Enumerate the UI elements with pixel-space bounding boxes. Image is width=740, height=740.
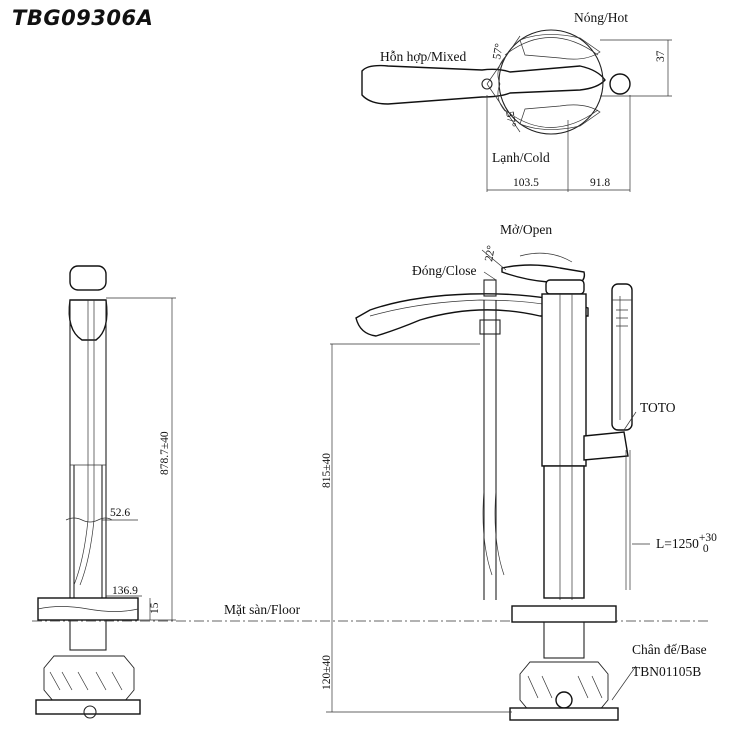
dim-top-height: 37 [655, 50, 667, 62]
dim-top-right: 91.8 [590, 177, 610, 189]
lever-hot-position [519, 34, 601, 60]
side-base-block [43, 655, 135, 703]
shower-hose [625, 450, 631, 590]
label-base-model: TBN01105B [632, 664, 701, 679]
lever-cold-position [519, 104, 601, 130]
model-title: TBG09306A [12, 6, 154, 30]
dim-spout-height: 815±40 [321, 453, 333, 488]
front-view: Mở/Open 22° Đóng/Close TOTO 815±40 L=125… [321, 222, 717, 721]
end-knob [609, 73, 631, 95]
handle-lever-top [361, 64, 606, 105]
label-open: Mở/Open [500, 222, 552, 237]
dim-base-depth: 120±40 [321, 655, 333, 690]
label-mixed: Hỗn hợp/Mixed [380, 49, 467, 64]
label-brand: TOTO [640, 400, 676, 415]
side-handle-top [69, 265, 107, 291]
dim-pipe: 52.6 [110, 507, 130, 519]
angle-open: 22° [483, 244, 498, 262]
label-floor: Mặt sàn/Floor [224, 602, 301, 617]
angle-hot: 57° [491, 42, 506, 60]
shower-holder [583, 431, 629, 461]
dim-top-left: 103.5 [513, 177, 539, 189]
label-hot: Nóng/Hot [574, 10, 628, 25]
dim-base-height: 15 [149, 602, 161, 614]
label-base: Chân đế/Base [632, 642, 707, 657]
front-column [541, 293, 587, 467]
label-cold: Lạnh/Cold [492, 150, 550, 165]
front-base-plate [511, 605, 617, 623]
dim-base-width: 136.9 [112, 585, 138, 597]
angle-cold: 57° [503, 110, 518, 128]
side-view: 878.7±40 52.6 136.9 15 [35, 265, 176, 719]
front-base-block [519, 661, 609, 713]
front-lever [501, 264, 586, 285]
label-close: Đóng/Close [412, 263, 477, 278]
pivot-circle [481, 78, 493, 90]
hand-shower [611, 283, 633, 431]
dim-total-height: 878.7±40 [159, 431, 171, 475]
top-view: Nóng/Hot Hỗn hợp/Mixed Lạnh/Cold 57° 57°… [361, 10, 672, 192]
front-spout [355, 293, 589, 337]
